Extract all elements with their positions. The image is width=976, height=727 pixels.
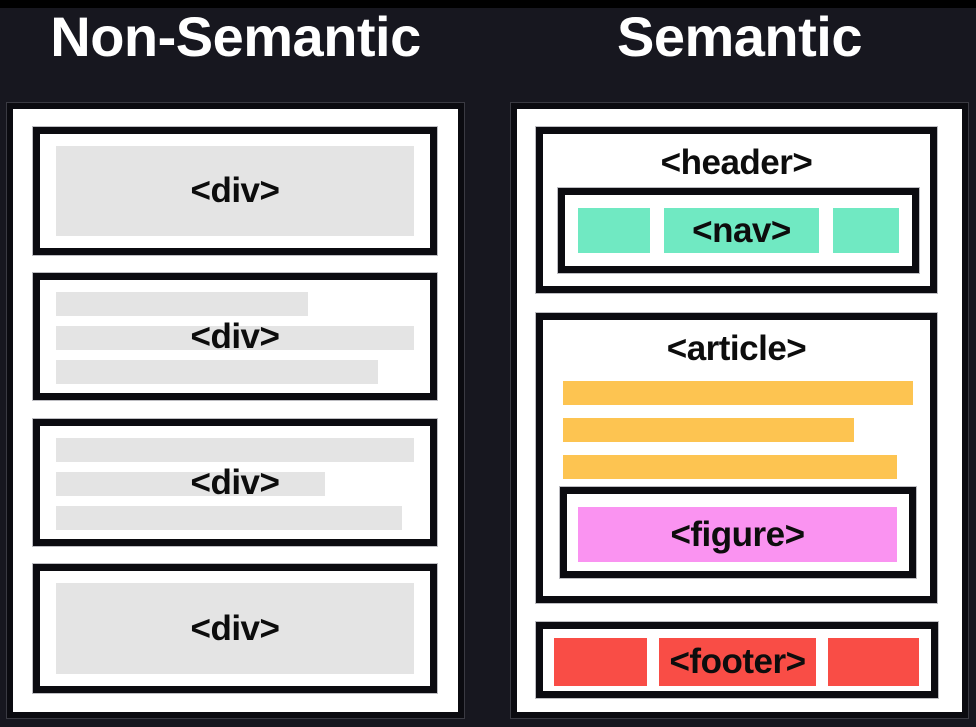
text-line: [56, 506, 402, 530]
content-lines: [56, 438, 414, 530]
article-box: <article> <figure>: [536, 313, 937, 603]
nav-item-center: <nav>: [664, 208, 819, 253]
text-line: [56, 438, 414, 462]
content-block: [56, 583, 414, 674]
content-lines: [56, 292, 414, 384]
div-box-4: <div>: [33, 564, 437, 693]
div-tag-label: <div>: [190, 316, 280, 356]
div-tag-overlay: <div>: [40, 426, 430, 539]
title-semantic: Semantic: [617, 5, 863, 68]
figure-box: <figure>: [560, 487, 916, 578]
div-box-1: <div>: [33, 127, 437, 255]
text-line: [56, 360, 378, 384]
nav-item-left: [578, 208, 650, 253]
top-border-strip: [0, 0, 976, 8]
article-tag-label: <article>: [666, 329, 807, 368]
div-tag-label: <div>: [190, 608, 280, 648]
text-line: [56, 326, 414, 350]
text-line: [56, 292, 308, 316]
footer-box: <footer>: [536, 622, 938, 698]
text-line: [56, 472, 325, 496]
text-line: [563, 381, 913, 405]
non-semantic-panel: <div> <div> <div>: [7, 103, 464, 718]
footer-item-right: [828, 638, 919, 686]
div-box-3: <div>: [33, 419, 437, 546]
header-box: <header> <nav>: [536, 127, 937, 293]
title-non-semantic: Non-Semantic: [50, 5, 421, 68]
header-tag-label: <header>: [660, 143, 813, 182]
footer-item-left: [554, 638, 647, 686]
nav-item-right: [833, 208, 899, 253]
figure-tag-label: <figure>: [670, 514, 805, 554]
div-tag-overlay: <div>: [40, 280, 430, 393]
div-tag-overlay: <div>: [40, 134, 430, 248]
semantic-panel: <header> <nav> <article> <figure>: [511, 103, 968, 718]
text-line: [563, 418, 854, 442]
figure-image: <figure>: [578, 507, 897, 562]
nav-tag-label: <nav>: [692, 210, 791, 250]
footer-item-center: <footer>: [659, 638, 816, 686]
footer-tag-label: <footer>: [669, 642, 806, 681]
nav-box: <nav>: [558, 188, 919, 273]
article-text-lines: [563, 381, 930, 479]
div-tag-label: <div>: [190, 462, 280, 502]
content-block: [56, 146, 414, 236]
text-line: [563, 455, 897, 479]
div-tag-overlay: <div>: [40, 571, 430, 686]
div-box-2: <div>: [33, 273, 437, 400]
div-tag-label: <div>: [190, 171, 280, 210]
